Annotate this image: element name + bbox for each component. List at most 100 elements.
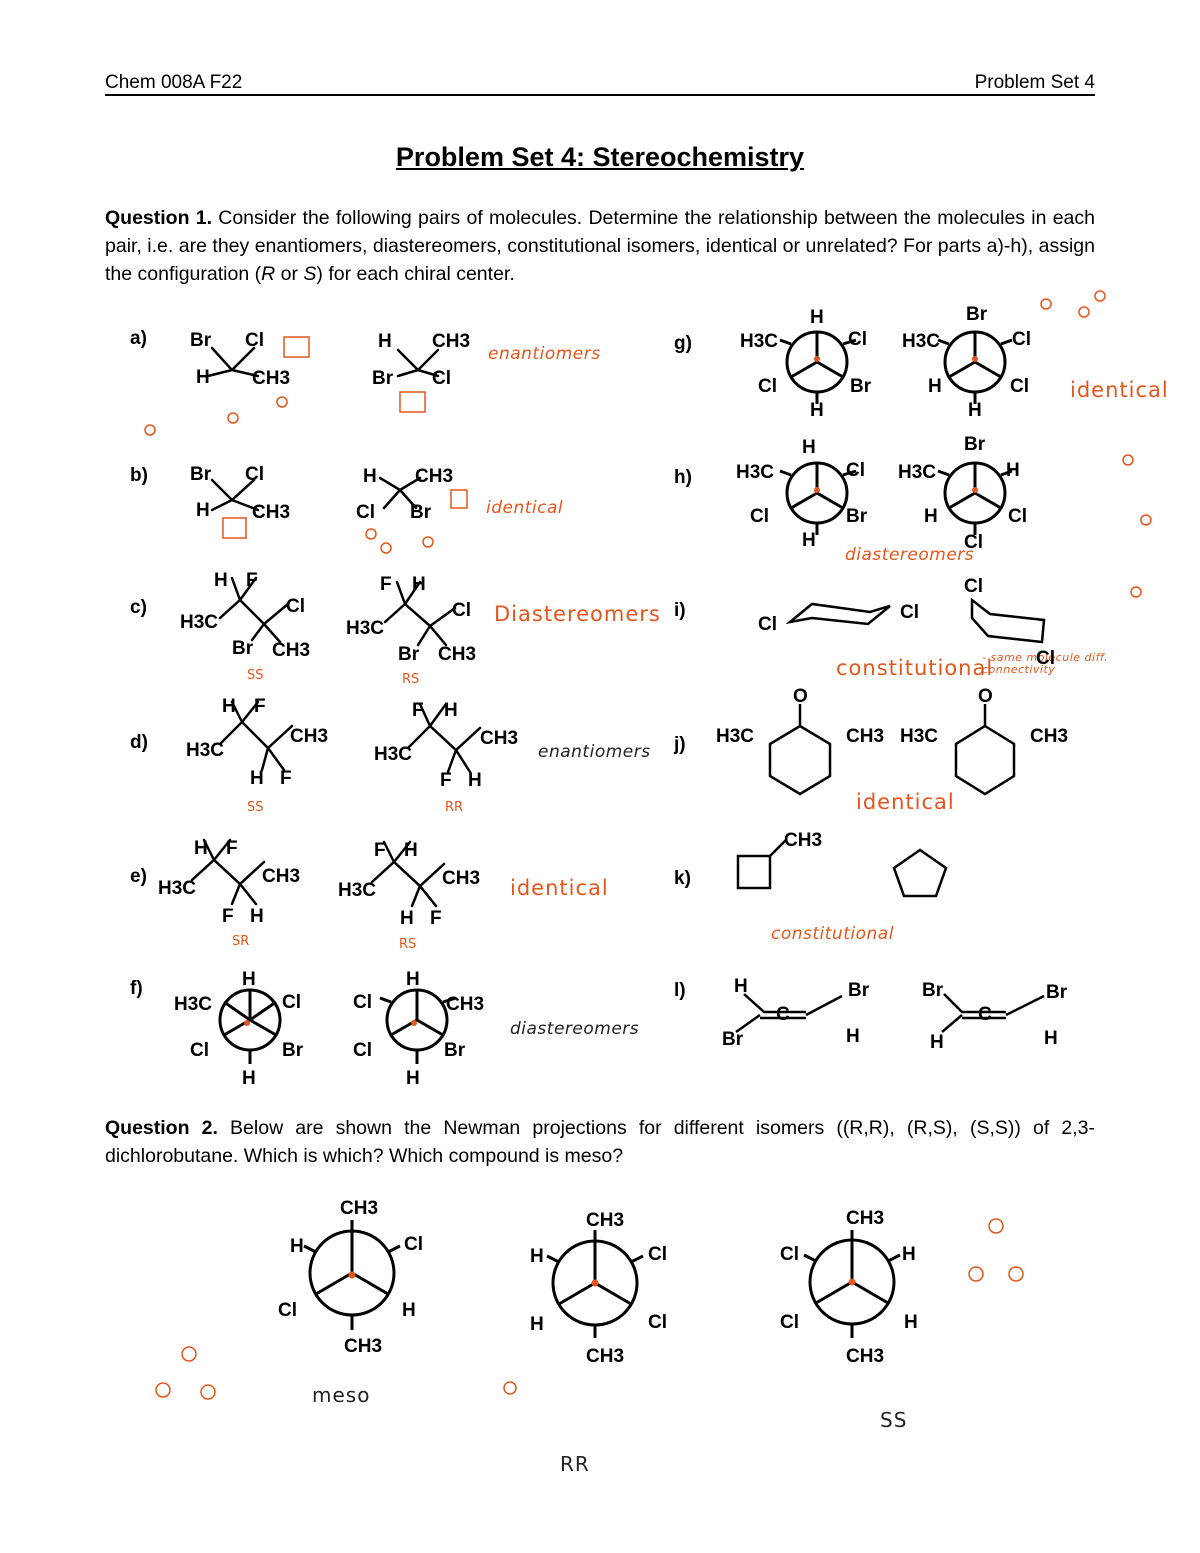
atom-d2-h2: H bbox=[468, 770, 482, 791]
atom-l1-h: H bbox=[734, 976, 748, 997]
atom-c1-cl: Cl bbox=[286, 596, 305, 617]
atom-e1-f: F bbox=[226, 838, 238, 859]
atom-j2-ch3: CH3 bbox=[1030, 726, 1068, 747]
atom-f1-cl: Cl bbox=[282, 992, 301, 1013]
atom-c2-h3c: H3C bbox=[346, 618, 384, 639]
atom-d2-h3c: H3C bbox=[374, 744, 412, 765]
question-1-end: ) for each chiral center. bbox=[316, 263, 515, 285]
atom-g2-cl2: Cl bbox=[1010, 376, 1029, 397]
atom-g2-br: Br bbox=[966, 304, 988, 325]
atom-f1-cl2: Cl bbox=[190, 1040, 209, 1061]
atom-d1-h3c: H3C bbox=[186, 740, 224, 761]
atom-a2-br: Br bbox=[372, 368, 394, 389]
question-1-label: Question 1. bbox=[105, 207, 213, 229]
atom-f2-cl: Cl bbox=[353, 992, 372, 1013]
atom-e1-f2: F bbox=[222, 906, 234, 927]
atom-n1-cl: Cl bbox=[404, 1234, 423, 1255]
atom-d2-f2: F bbox=[440, 770, 452, 791]
atom-d1-h: H bbox=[222, 696, 236, 717]
atom-c1-h: H bbox=[214, 570, 228, 591]
atom-d1-f2: F bbox=[280, 768, 292, 789]
part-j-label: j) bbox=[674, 734, 686, 755]
config-c2: RS bbox=[402, 672, 420, 687]
atom-c2-ch3: CH3 bbox=[438, 644, 476, 665]
answer-k: constitutional bbox=[771, 924, 894, 944]
answer-b: identical bbox=[486, 498, 564, 518]
atom-l2-h: H bbox=[930, 1032, 944, 1053]
atom-c1-ch3: CH3 bbox=[272, 640, 310, 661]
atom-h1-h: H bbox=[802, 437, 816, 458]
atom-n3-ch3: CH3 bbox=[846, 1208, 884, 1229]
atom-e2-h2: H bbox=[400, 908, 414, 929]
atom-a1-cl: Cl bbox=[245, 330, 264, 351]
atom-h1-br: Br bbox=[846, 506, 868, 527]
atom-n1-h: H bbox=[290, 1236, 304, 1257]
atom-c2-f: F bbox=[380, 574, 392, 595]
question-1: Question 1. Consider the following pairs… bbox=[105, 204, 1095, 288]
atom-n1-ch3-2: CH3 bbox=[344, 1336, 382, 1357]
atom-a1-br: Br bbox=[190, 330, 212, 351]
answer-i-note: - same molecule diff. connectivity bbox=[982, 651, 1109, 676]
atom-i2-cl2: Cl bbox=[1036, 648, 1055, 669]
atom-h2-h3c: H3C bbox=[898, 462, 936, 483]
part-b-label: b) bbox=[130, 465, 148, 486]
page-title: Problem Set 4: Stereochemistry bbox=[395, 142, 805, 172]
answer-f: diastereomers bbox=[510, 1019, 640, 1039]
atom-g1-h: H bbox=[810, 307, 824, 328]
atom-n1-ch3: CH3 bbox=[340, 1198, 378, 1219]
atom-n2-h2: H bbox=[530, 1314, 544, 1335]
atom-g1-br: Br bbox=[850, 376, 872, 397]
atom-e2-f2: F bbox=[430, 908, 442, 929]
atom-f1-br: Br bbox=[282, 1040, 304, 1061]
part-k-label: k) bbox=[674, 868, 691, 889]
atom-a2-cl: Cl bbox=[432, 368, 451, 389]
atom-d1-h2: H bbox=[250, 768, 264, 789]
atom-l1-c: C bbox=[776, 1004, 790, 1025]
answer-q2-second: RR bbox=[560, 1452, 590, 1476]
atom-e1-h: H bbox=[194, 838, 208, 859]
atom-j1-ch3: CH3 bbox=[846, 726, 884, 747]
config-d2: RR bbox=[445, 800, 464, 815]
atom-n2-ch3-2: CH3 bbox=[586, 1346, 624, 1367]
part-l-label: l) bbox=[674, 980, 686, 1001]
atom-g2-h: H bbox=[928, 376, 942, 397]
atom-g2-h3c: H3C bbox=[902, 331, 940, 352]
atom-e1-ch3: CH3 bbox=[262, 866, 300, 887]
atom-h1-h3c: H3C bbox=[736, 462, 774, 483]
atom-n2-h: H bbox=[530, 1246, 544, 1267]
question-1-or: or bbox=[275, 263, 304, 285]
atom-d2-f: F bbox=[412, 700, 424, 721]
config-e1: SR bbox=[232, 934, 250, 949]
atom-a2-h: H bbox=[378, 331, 392, 352]
atom-l2-br2: Br bbox=[1046, 982, 1068, 1003]
atom-h1-cl: Cl bbox=[846, 460, 865, 481]
atom-e2-h: H bbox=[404, 840, 418, 861]
atom-h2-br: Br bbox=[964, 434, 986, 455]
atom-h2-h: H bbox=[1006, 460, 1020, 481]
atom-a2-ch3: CH3 bbox=[432, 331, 470, 352]
atom-g2-h2: H bbox=[968, 400, 982, 421]
atom-l1-h2: H bbox=[846, 1026, 860, 1047]
answer-a: enantiomers bbox=[488, 344, 601, 364]
atom-f2-h2: H bbox=[406, 1068, 420, 1089]
atom-g1-cl: Cl bbox=[848, 329, 867, 350]
atom-e1-h3c: H3C bbox=[158, 878, 196, 899]
problem-set-name: Problem Set 4 bbox=[974, 72, 1095, 93]
atom-i1-cl2: Cl bbox=[900, 602, 919, 623]
part-h-label: h) bbox=[674, 467, 692, 488]
atom-g2-cl: Cl bbox=[1012, 329, 1031, 350]
question-2-label: Question 2. bbox=[105, 1117, 218, 1139]
atom-l1-br: Br bbox=[848, 980, 870, 1001]
atom-c1-f: F bbox=[246, 570, 258, 591]
atom-h1-h2: H bbox=[802, 530, 816, 551]
atom-e2-f: F bbox=[374, 840, 386, 861]
atom-f2-cl2: Cl bbox=[353, 1040, 372, 1061]
atom-n3-cl: Cl bbox=[780, 1244, 799, 1265]
part-a-label: a) bbox=[130, 328, 147, 349]
config-c1: SS bbox=[247, 668, 264, 683]
atom-i2-cl: Cl bbox=[964, 576, 983, 597]
atom-i1-cl: Cl bbox=[758, 614, 777, 635]
atom-k1-ch3: CH3 bbox=[784, 830, 822, 851]
question-1-s: S bbox=[303, 263, 317, 285]
